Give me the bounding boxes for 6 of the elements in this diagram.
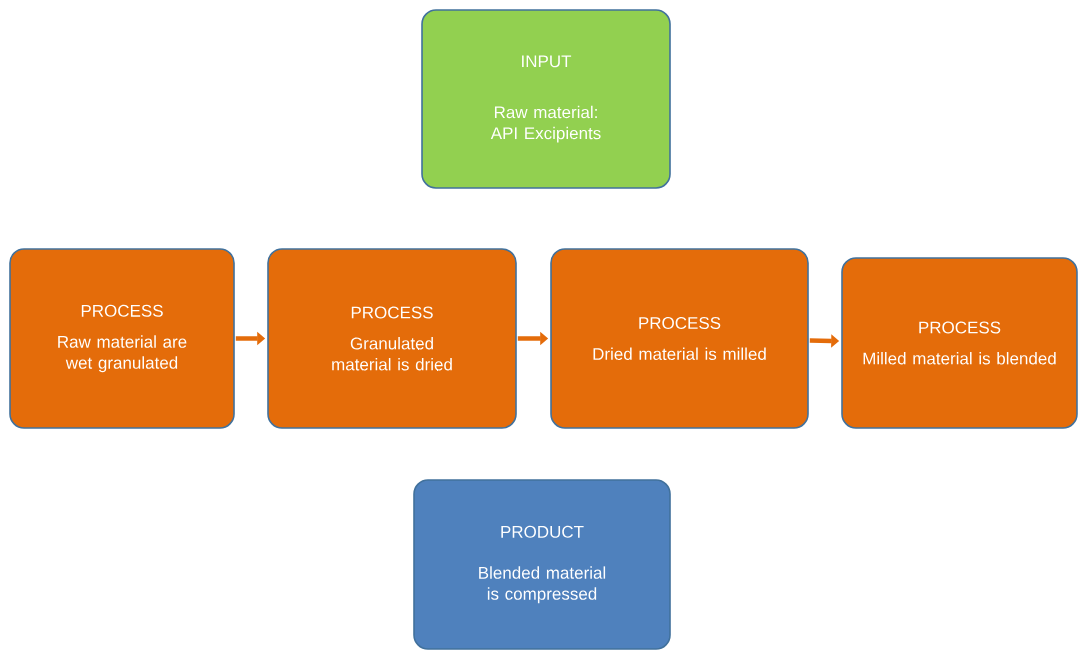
process-box: PROCESS Milled material is blended — [841, 257, 1078, 429]
input-box: INPUT Raw material: API Excipients — [421, 9, 671, 189]
process-box: PROCESS Dried material is milled — [550, 248, 809, 429]
product-box: PRODUCT Blended material is compressed — [413, 479, 671, 650]
process-box: PROCESS Raw material are wet granulated — [9, 248, 235, 429]
process-box: PROCESS Granulated material is dried — [267, 248, 517, 429]
